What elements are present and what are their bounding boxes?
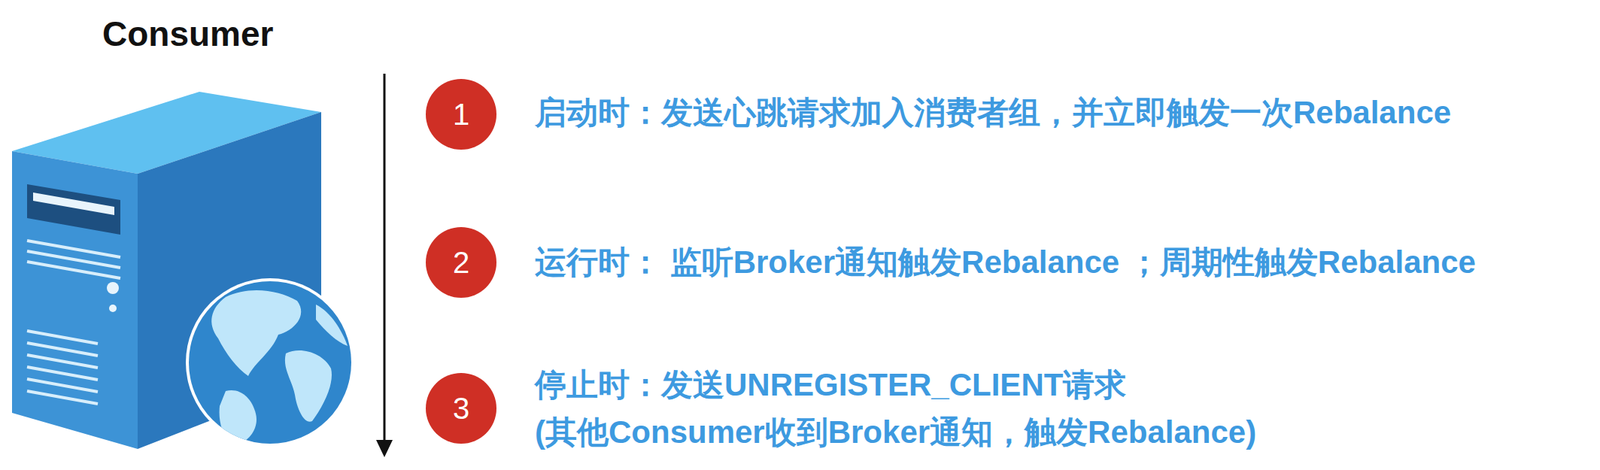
step-description: 运行时： 监听Broker通知触发Rebalance ；周期性触发Rebalan… xyxy=(534,241,1476,284)
heading: Consumer xyxy=(102,13,274,55)
globe xyxy=(185,278,355,447)
step-circle: 1 xyxy=(425,78,497,150)
callout-number: 2 xyxy=(452,245,470,280)
power-led xyxy=(109,304,117,313)
step-description: (其他Consumer收到Broker通知，触发Rebalance) xyxy=(534,411,1257,454)
timeline-arrow xyxy=(376,73,393,458)
power-led xyxy=(106,282,119,295)
vent-lines xyxy=(27,240,121,404)
server-front xyxy=(12,151,138,450)
callout-number: 1 xyxy=(452,97,470,132)
step-description: 启动时：发送心跳请求加入消费者组，并立即触发一次Rebalance xyxy=(534,91,1452,134)
drive-bay xyxy=(33,192,115,216)
step-circle: 3 xyxy=(425,373,497,444)
step-description: 停止时：发送UNREGISTER_CLIENT请求 xyxy=(534,364,1127,407)
step-circle: 2 xyxy=(425,227,497,298)
drive-slot xyxy=(27,184,121,235)
callout-number: 3 xyxy=(452,391,470,426)
